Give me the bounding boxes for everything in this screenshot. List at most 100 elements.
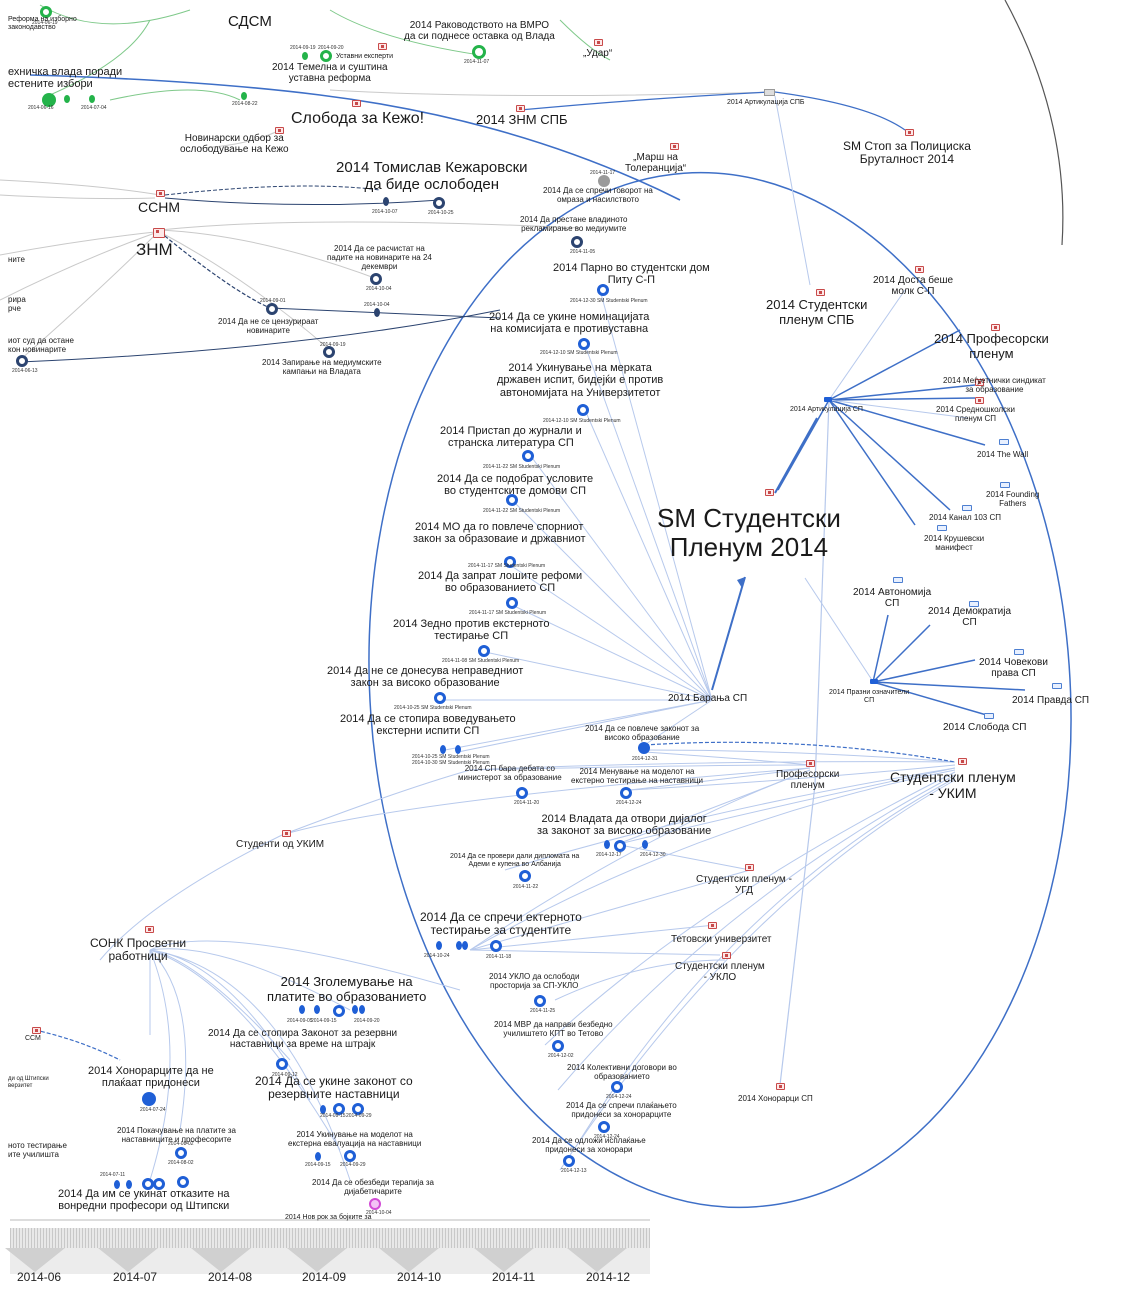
- node-label[interactable]: 2014 Покачување на платите за наставници…: [117, 1126, 236, 1144]
- document-icon[interactable]: [937, 525, 947, 531]
- node-label[interactable]: 2014 Демократија СП: [928, 606, 1012, 629]
- green-node[interactable]: [40, 6, 52, 18]
- node-label[interactable]: „Удар“: [583, 48, 613, 59]
- blue-node[interactable]: [478, 645, 490, 657]
- node-label[interactable]: ССНМ: [138, 199, 180, 215]
- node-label[interactable]: 2014 Да се обезбеди терапија за дијабети…: [312, 1178, 434, 1196]
- blue-node[interactable]: [506, 597, 518, 609]
- organization-flag-icon[interactable]: [516, 105, 525, 112]
- node-label[interactable]: 2014 Да се спречи ектерното тестирање за…: [420, 910, 582, 938]
- node-label[interactable]: 2014 Темелна и суштина уставна реформа: [272, 62, 388, 85]
- node-label[interactable]: 2014 Founding Fathers: [986, 490, 1040, 508]
- blue-node[interactable]: [598, 1121, 610, 1133]
- node-label[interactable]: ЗНМ: [136, 240, 173, 259]
- node-label[interactable]: SM Студентски Пленум 2014: [657, 503, 841, 563]
- blue-node[interactable]: [506, 494, 518, 506]
- blue-node[interactable]: [126, 1180, 132, 1189]
- gray-node[interactable]: [598, 175, 610, 187]
- document-icon[interactable]: [999, 439, 1009, 445]
- articulation-spb-node[interactable]: [764, 89, 775, 96]
- node-label[interactable]: Тетовски универзитет: [671, 934, 772, 945]
- node-label[interactable]: 2014 Доста беше молк С-П: [873, 275, 954, 298]
- node-label[interactable]: 2014 Раководството на ВМРО да си поднесе…: [404, 20, 555, 43]
- green-node[interactable]: [241, 92, 247, 100]
- node-label[interactable]: иот суд да остане кон новинарите: [8, 336, 74, 354]
- node-label[interactable]: 2014 Нов рок за бојките за: [285, 1214, 372, 1221]
- dark-node[interactable]: [433, 197, 445, 209]
- node-label[interactable]: ССМ: [25, 1035, 41, 1042]
- blue-node[interactable]: [578, 338, 590, 350]
- blue-node[interactable]: [142, 1092, 156, 1106]
- organization-flag-icon[interactable]: [282, 830, 291, 837]
- node-label[interactable]: 2014 Да се укине законот со резервните н…: [255, 1074, 413, 1102]
- blue-node[interactable]: [604, 840, 610, 849]
- organization-flag-icon[interactable]: [378, 43, 387, 50]
- node-label[interactable]: Студенти од УКИМ: [236, 839, 325, 850]
- node-label[interactable]: Новинарски одбор за ослободување на Кежо: [180, 133, 289, 156]
- node-label[interactable]: 2014 СП бара дебата со министерот за обр…: [458, 764, 562, 782]
- node-label[interactable]: СДСМ: [228, 13, 272, 30]
- blue-node[interactable]: [344, 1150, 356, 1162]
- node-label[interactable]: 2014 Да се стопира Законот за резервни н…: [208, 1028, 398, 1051]
- organization-flag-icon[interactable]: [958, 758, 967, 765]
- blue-node[interactable]: [577, 404, 589, 416]
- node-label[interactable]: 2014 Хонорарците да не плаќаат придонеси: [88, 1065, 214, 1090]
- node-label[interactable]: 2014 Средношколски пленум СП: [936, 405, 1015, 423]
- organization-flag-icon[interactable]: [153, 228, 165, 238]
- node-label[interactable]: SM Стоп за Полициска Бруталност 2014: [843, 139, 971, 167]
- blue-node[interactable]: [597, 284, 609, 296]
- node-label[interactable]: 2014 Да се провери дали дипломата на Аде…: [450, 853, 580, 868]
- timeline-bar[interactable]: [5, 1228, 650, 1294]
- node-label[interactable]: 2014 Менување на моделот на екстерно тес…: [571, 767, 703, 785]
- blue-node[interactable]: [504, 556, 516, 568]
- organization-flag-icon[interactable]: [156, 190, 165, 197]
- node-label[interactable]: 2014 Да се спречи плаќањето придонеси за…: [566, 1101, 677, 1119]
- document-icon[interactable]: [962, 505, 972, 511]
- node-label[interactable]: 2014 Да им се укинат отказите на вонредн…: [58, 1188, 230, 1213]
- node-label[interactable]: СОНК Просветни работници: [90, 936, 187, 964]
- organization-flag-icon[interactable]: [816, 289, 825, 296]
- document-icon[interactable]: [1014, 649, 1024, 655]
- blue-node[interactable]: [142, 1178, 154, 1190]
- node-label[interactable]: 2014 Автономија СП: [853, 587, 932, 610]
- blue-node[interactable]: [522, 450, 534, 462]
- organization-flag-icon[interactable]: [745, 864, 754, 871]
- blue-node[interactable]: [352, 1005, 358, 1014]
- blue-node[interactable]: [114, 1180, 120, 1189]
- blue-node[interactable]: [333, 1005, 345, 1017]
- blue-node[interactable]: [153, 1178, 165, 1190]
- blue-node[interactable]: [299, 1005, 305, 1014]
- dark-node[interactable]: [266, 303, 278, 315]
- node-label[interactable]: 2014 Парно во студентски дом Питу С-П: [553, 262, 710, 287]
- articulation-hub-node[interactable]: [824, 397, 832, 402]
- organization-flag-icon[interactable]: [975, 397, 984, 404]
- node-label[interactable]: Слобода за Кежо!: [291, 110, 425, 127]
- signifier-hub-node[interactable]: [870, 679, 878, 684]
- dark-node[interactable]: [370, 273, 382, 285]
- organization-flag-icon[interactable]: [722, 952, 731, 959]
- organization-flag-icon[interactable]: [352, 100, 361, 107]
- node-label[interactable]: 2014 Запирање на медиумските кампањи на …: [262, 358, 382, 376]
- blue-node[interactable]: [175, 1147, 187, 1159]
- blue-node[interactable]: [320, 1105, 326, 1114]
- green-node[interactable]: [472, 45, 486, 59]
- organization-flag-icon[interactable]: [991, 324, 1000, 331]
- node-label[interactable]: 2014 Да запрат лошите рефоми во образова…: [418, 570, 583, 595]
- blue-node[interactable]: [440, 745, 446, 754]
- node-label[interactable]: 2014 Да се подобрат условите во студентс…: [437, 473, 594, 498]
- node-label[interactable]: 2014 Зголемување на платите во образован…: [267, 974, 427, 1004]
- node-label[interactable]: 2014 Да се спречи говорот на омраза и на…: [543, 186, 653, 204]
- organization-flag-icon[interactable]: [806, 760, 815, 767]
- blue-node[interactable]: [436, 941, 442, 950]
- organization-flag-icon[interactable]: [765, 489, 774, 496]
- organization-flag-icon[interactable]: [670, 143, 679, 150]
- blue-node[interactable]: [642, 840, 648, 849]
- dark-node[interactable]: [571, 236, 583, 248]
- blue-node[interactable]: [315, 1152, 321, 1161]
- node-label[interactable]: 2014 Да се повлече законот за високо обр…: [585, 724, 700, 742]
- document-icon[interactable]: [1052, 683, 1062, 689]
- blue-node[interactable]: [516, 787, 528, 799]
- green-node[interactable]: [64, 95, 70, 103]
- blue-node[interactable]: [177, 1176, 189, 1188]
- node-label[interactable]: 2014 Зедно против екстерното тестирање С…: [393, 618, 550, 643]
